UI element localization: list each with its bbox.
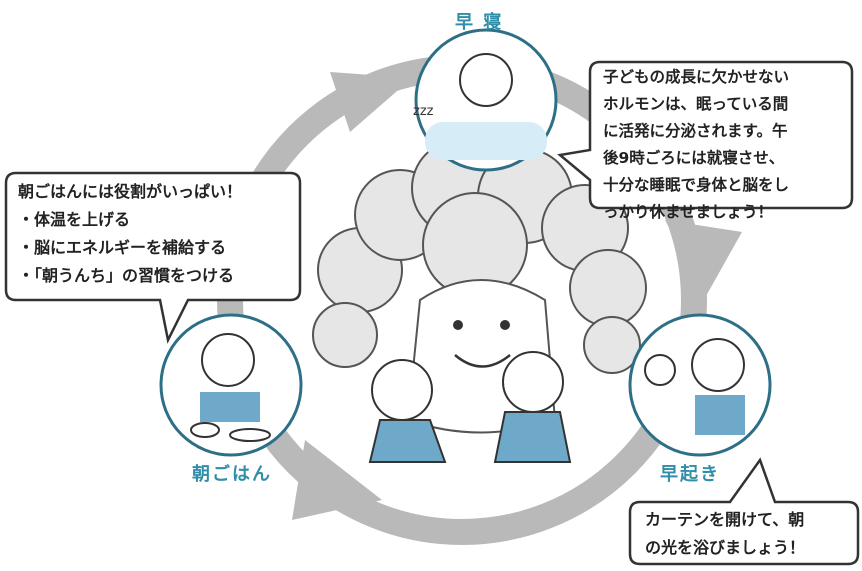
children-illustration xyxy=(368,351,572,463)
sleep-bubble-text: 子どもの成長に欠かせない ホルモンは、眠っている間 に活発に分泌されます。午 後… xyxy=(603,64,789,226)
breakfast-bubble-line: ・「朝うんち」の習慣をつける xyxy=(18,266,235,285)
cycle-arrowhead-top xyxy=(330,72,412,132)
speech-bubble-sleep xyxy=(557,60,854,210)
sleep-bubble-line: 後9時ごろには就寝させ、 xyxy=(603,149,785,167)
speech-bubble-rise xyxy=(628,457,860,566)
zzz-icon: zzz xyxy=(413,104,434,119)
rise-bubble-line: の光を浴びましょう！ xyxy=(645,538,806,557)
label-early-sleep: 早 寝 xyxy=(455,12,504,33)
breakfast-bubble-line: ・体温を上げる xyxy=(18,210,131,229)
sleep-bubble-line: っかり休ませましょう！ xyxy=(603,203,774,221)
sleep-bubble-line: 子どもの成長に欠かせない xyxy=(603,68,790,86)
waking-child-illustration xyxy=(628,313,772,457)
label-early-rise: 早起き xyxy=(660,464,720,485)
eating-child-illustration xyxy=(159,313,303,457)
speech-bubble-breakfast xyxy=(4,171,302,344)
breakfast-bubble-text: 朝ごはんには役割がいっぱい！ ・体温を上げる ・脳にエネルギーを補給する ・「朝… xyxy=(18,178,242,290)
sleep-bubble-line: 十分な睡眠で身体と脳をし xyxy=(603,176,790,194)
breakfast-bubble-line: 朝ごはんには役割がいっぱい！ xyxy=(18,182,243,201)
rise-bubble-text: カーテンを開けて、朝 の光を浴びましょう！ xyxy=(645,506,805,562)
rise-bubble-line: カーテンを開けて、朝 xyxy=(645,510,805,529)
sleeping-child-illustration: zzz xyxy=(413,28,558,172)
breakfast-bubble-line: ・脳にエネルギーを補給する xyxy=(18,238,227,257)
sleep-bubble-line: ホルモンは、眠っている間 xyxy=(603,95,789,113)
cycle-arrowhead-bottom xyxy=(292,440,382,520)
cycle-arrowhead-right xyxy=(665,220,742,296)
sleep-bubble-line: に活発に分泌されます。午 xyxy=(603,122,788,140)
label-breakfast: 朝ごはん xyxy=(192,464,272,485)
